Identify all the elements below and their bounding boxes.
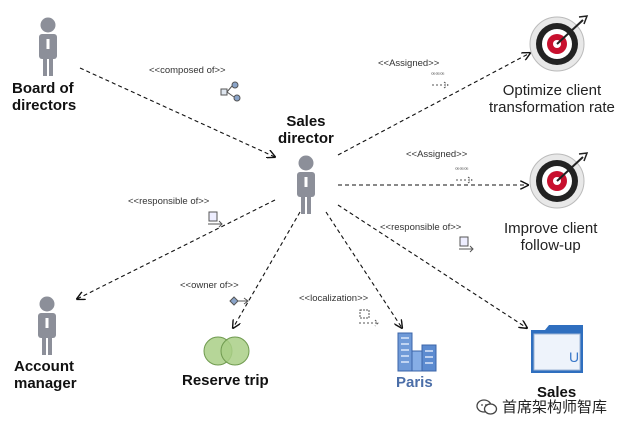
assignment-icon: ꟹꟹꟹ xyxy=(431,72,449,89)
node-label-line2: transformation rate xyxy=(489,99,615,117)
assignment-icon: ꟹꟹꟹ xyxy=(455,167,473,184)
edge-sales-director-to-account-manager xyxy=(77,199,276,299)
edge-board-to-sales-director xyxy=(79,67,275,157)
edge-sales-director-to-reserve-trip xyxy=(233,211,301,328)
localization-icon xyxy=(359,309,379,327)
responsibility-icon xyxy=(208,211,223,228)
watermark: 首席架构师智库 xyxy=(476,396,607,417)
edge-sales-director-to-paris xyxy=(325,211,402,328)
responsibility-icon xyxy=(459,236,474,253)
node-board-of-directors: Board of directors xyxy=(12,80,76,115)
node-label-line2: directors xyxy=(12,97,77,115)
process-icon xyxy=(203,336,250,366)
svg-text:ꟹꟹꟹ: ꟹꟹꟹ xyxy=(431,72,445,79)
edge-sales-director-to-sales-app xyxy=(337,204,527,328)
application-window-icon: U xyxy=(531,325,583,373)
node-label-line1: Optimize client xyxy=(502,82,602,99)
node-label-line1: Account xyxy=(14,358,74,375)
relation-label-assigned: <<Assigned>> xyxy=(378,58,440,69)
node-sales-director: Sales director xyxy=(278,113,334,148)
user-icon xyxy=(297,155,315,214)
edge-sales-director-to-optimize xyxy=(337,53,530,156)
node-paris: Paris xyxy=(396,374,433,391)
node-label-line1: Board of xyxy=(12,80,74,97)
node-label-line1: Sales xyxy=(286,113,326,130)
relation-label-responsible-of: <<responsible of>> xyxy=(128,196,210,207)
node-label-line2: follow-up xyxy=(520,237,581,255)
relation-label-composed-of: <<composed of>> xyxy=(149,65,226,76)
relation-label-owner-of: <<owner of>> xyxy=(180,280,239,291)
watermark-text: 首席架构师智库 xyxy=(502,399,608,416)
user-icon xyxy=(39,17,57,76)
wechat-icon xyxy=(476,398,498,415)
ownership-icon xyxy=(229,296,249,306)
relation-label-responsible-of: <<responsible of>> xyxy=(380,222,462,233)
node-account-manager: Account manager xyxy=(14,358,77,393)
user-icon xyxy=(38,296,56,355)
relation-label-assigned: <<Assigned>> xyxy=(406,149,468,160)
node-label-line2: director xyxy=(278,130,334,148)
node-sales-app: Sales xyxy=(537,384,577,401)
node-reserve-trip: Reserve trip xyxy=(182,372,269,389)
composition-icon xyxy=(220,81,241,102)
target-icon xyxy=(529,152,589,209)
svg-text:U: U xyxy=(569,349,579,365)
node-goal-improve: Improve client follow-up xyxy=(504,220,597,255)
node-label-line1: Improve client xyxy=(504,220,598,237)
relation-label-localization: <<localization>> xyxy=(299,293,369,304)
target-icon xyxy=(529,15,589,72)
building-icon xyxy=(397,332,437,372)
node-goal-optimize: Optimize client transformation rate xyxy=(489,82,615,117)
node-label-line2: manager xyxy=(14,375,77,393)
svg-text:ꟹꟹꟹ: ꟹꟹꟹ xyxy=(455,167,469,174)
